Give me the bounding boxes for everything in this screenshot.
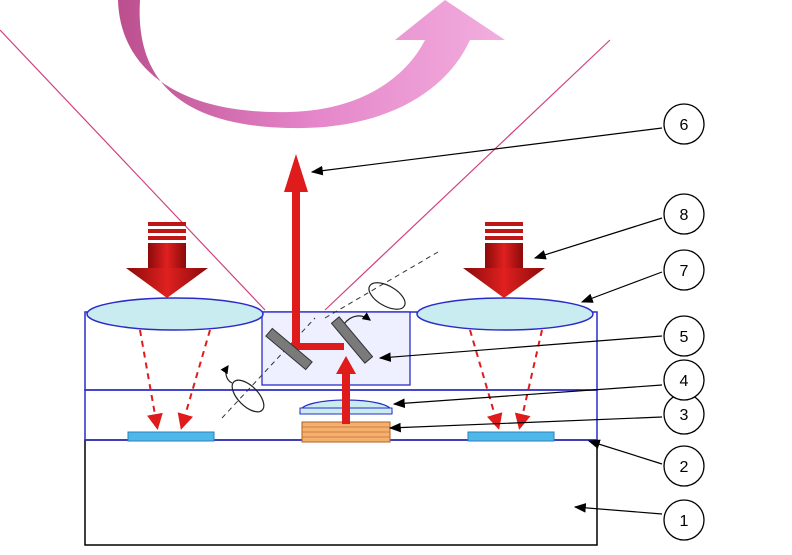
laser-beam (284, 154, 356, 424)
lens-right (416, 297, 594, 331)
axis-rotation-loops (220, 282, 406, 413)
scan-mirrors (265, 316, 374, 371)
leader-lines (310, 127, 663, 515)
callout-1: 1 (663, 499, 705, 541)
callout-8: 8 (663, 193, 705, 235)
svg-text:2: 2 (680, 459, 689, 476)
substrate (84, 439, 598, 546)
field-of-view-lines (0, 29, 611, 311)
callout-5: 5 (663, 315, 705, 357)
svg-text:6: 6 (680, 117, 689, 134)
callout-2: 2 (663, 445, 705, 487)
svg-text:5: 5 (680, 329, 689, 346)
incoming-light-arrow-left (126, 222, 208, 298)
svg-text:4: 4 (680, 373, 689, 390)
svg-text:1: 1 (680, 513, 689, 530)
callout-7: 7 (663, 249, 705, 291)
svg-text:7: 7 (680, 263, 689, 280)
incoming-light-arrow-right (463, 222, 545, 298)
svg-text:3: 3 (680, 407, 689, 424)
callout-4: 4 (663, 359, 705, 401)
lens-left (86, 297, 264, 331)
rotation-arrow (118, 0, 505, 129)
callout-6: 6 (663, 103, 705, 145)
scan-axes (221, 251, 439, 419)
sensor-left (127, 431, 215, 442)
sensor-right (467, 431, 555, 442)
svg-text:8: 8 (680, 207, 689, 224)
